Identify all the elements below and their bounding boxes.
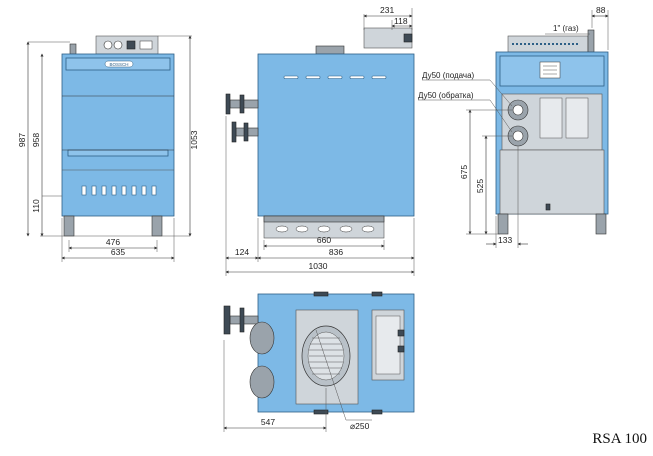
side-view: 231 118 660 124 836 1030 (225, 5, 415, 276)
model-title: RSA 100 (592, 431, 647, 447)
rear-leg-left (497, 213, 509, 235)
dim-547: 547 (261, 417, 275, 427)
side-base-slots (275, 225, 375, 233)
dim-958: 958 (31, 133, 41, 147)
dim-231: 231 (380, 5, 394, 15)
side-pipes (225, 93, 259, 143)
gauge-icon (103, 40, 113, 50)
return-label: Ду50 (обратка) (418, 91, 474, 100)
side-vent-slots (283, 75, 387, 79)
display-icon (139, 40, 153, 50)
side-flue-stub (315, 45, 345, 55)
dim-635: 635 (111, 247, 125, 257)
front-leg-left (63, 215, 75, 237)
front-leg-right (151, 215, 163, 237)
dim-118: 118 (394, 16, 408, 26)
dim-88: 88 (596, 5, 606, 15)
front-body (61, 53, 175, 217)
dim-110: 110 (31, 199, 41, 213)
gas-label: 1" (газ) (553, 24, 579, 33)
switch-icon (126, 40, 136, 50)
dim-525: 525 (475, 179, 485, 193)
brand-text: BOSSCH (109, 62, 128, 67)
front-vent-slots (81, 185, 157, 196)
dim-660: 660 (317, 235, 331, 245)
dim-diameter-250: ⌀250 (350, 421, 370, 431)
front-pipe-stub (69, 43, 77, 55)
dim-987: 987 (17, 133, 27, 147)
front-view: BOSSCH 987 958 110 1053 (17, 35, 199, 262)
top-pipes (223, 305, 275, 399)
brand-badge (104, 60, 134, 68)
rear-leg-right (595, 213, 607, 235)
dim-1053: 1053 (189, 130, 199, 149)
front-mid-panel (67, 149, 169, 157)
dim-1030: 1030 (309, 261, 328, 271)
dim-124: 124 (235, 247, 249, 257)
dim-476: 476 (106, 237, 120, 247)
dim-675: 675 (459, 165, 469, 179)
dim-836: 836 (329, 247, 343, 257)
side-body (257, 53, 415, 217)
rear-view: 88 1" (газ) Ду50 (подача) Ду50 (обратка)… (418, 5, 609, 248)
top-view: 547 ⌀250 (223, 291, 415, 432)
supply-label: Ду50 (подача) (422, 71, 475, 80)
rear-gas-pipe (587, 29, 595, 53)
dim-133: 133 (498, 235, 512, 245)
gauge-icon (113, 40, 123, 50)
